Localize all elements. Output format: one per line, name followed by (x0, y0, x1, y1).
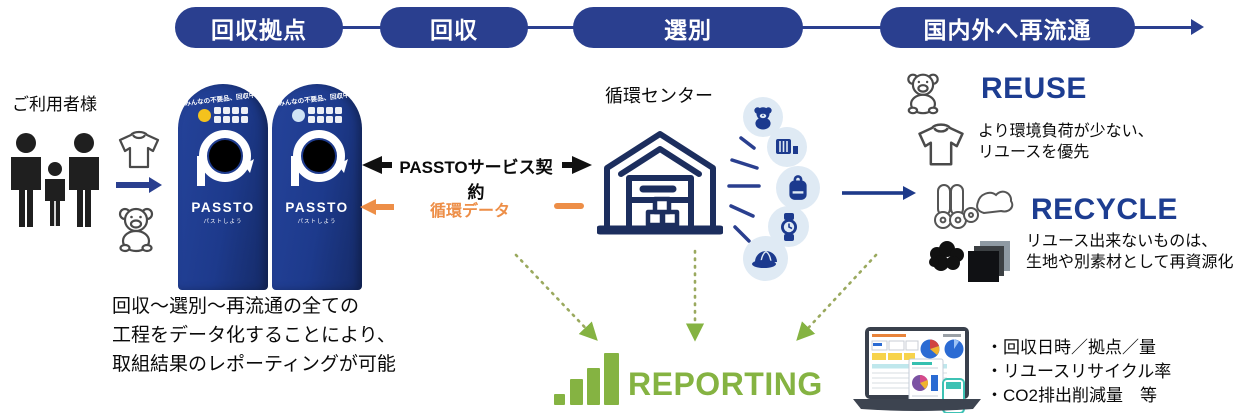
reporting-title: REPORTING (628, 366, 823, 402)
reuse-description: より環境負荷が少ない、 リユースを優先 (978, 121, 1154, 163)
bar-chart-icon (554, 353, 619, 405)
teddy-bear-icon (907, 73, 939, 115)
reporting-bullet-list: ・回収日時／拠点／量 ・リユースリサイクル率 ・CO2排出削減量 等 (986, 336, 1171, 408)
flow-arrow-icon (1191, 19, 1204, 35)
users-to-box-arrow-icon (116, 177, 162, 193)
watch-icon (780, 212, 797, 241)
recycle-desc-line: リユース出来ないものは、 (1026, 233, 1218, 250)
reporting-bullet: ・リユースリサイクル率 (986, 362, 1172, 381)
flow-step-sorting: 選別 (573, 7, 803, 48)
contract-label: PASSTOサービス契約 (399, 158, 553, 202)
recycle-desc-line: 生地や別素材として再資源化 (1026, 254, 1234, 271)
warehouse-icon (597, 131, 723, 235)
data-caption: 回収〜選別〜再流通の全ての 工程をデータ化することにより、 取組結果のレポーティ… (112, 292, 396, 379)
partner-badge-icon (292, 108, 305, 122)
flow-step-label: 回収拠点 (211, 16, 307, 43)
passto-collection-box: みんなの不要品、回収中！ PASSTO パストしよう (178, 84, 268, 290)
users-label: ご利用者様 (12, 95, 97, 114)
reuse-desc-line: より環境負荷が少ない、 (978, 123, 1154, 140)
box-header-text: みんなの不要品、回収中！ (184, 91, 263, 108)
fabric-roll-icon (776, 139, 798, 154)
teddy-bear-icon (118, 207, 154, 253)
item-circle-cap (743, 236, 788, 281)
flow-step-label: 選別 (664, 16, 712, 43)
flow-step-redistribution: 国内外へ再流通 (880, 7, 1135, 48)
sweater-icon (118, 130, 160, 169)
contract-arrow-right-icon (562, 156, 592, 174)
flow-step-collection: 回収 (380, 7, 528, 48)
center-label: 循環センター (605, 86, 713, 106)
passto-logo-icon (197, 130, 254, 186)
circular-data-label: 循環データ (430, 203, 511, 220)
dashboard-laptop-icon (853, 327, 981, 413)
fabric-rolls-icon (934, 184, 1014, 229)
box-tagline: パストしよう (203, 219, 243, 225)
recycled-material-icon (929, 241, 1010, 282)
caption-line: 工程をデータ化することにより、 (112, 325, 396, 346)
data-arrow-left-icon (360, 199, 394, 215)
box-brand-label: PASSTO (191, 200, 255, 215)
box-item-icons (292, 107, 342, 123)
backpack-icon (789, 175, 807, 200)
flow-step-collection-point: 回収拠点 (175, 7, 343, 48)
reporting-bullet: ・回収日時／拠点／量 (986, 338, 1156, 357)
caption-line: 取組結果のレポーティングが可能 (112, 354, 396, 375)
box-brand-label: PASSTO (285, 200, 349, 215)
box-header-text: みんなの不要品、回収中！ (278, 91, 357, 108)
flow-step-label: 国内外へ再流通 (923, 16, 1092, 43)
reuse-desc-line: リユースを優先 (978, 144, 1090, 161)
recycle-title: RECYCLE (1031, 193, 1178, 226)
family-icon (11, 133, 99, 227)
box-item-icons (198, 107, 248, 123)
reporting-dotted-arrows-icon (514, 249, 878, 342)
flow-step-label: 回収 (430, 16, 478, 43)
fanout-dashes-icon (727, 136, 761, 243)
reporting-bullet: ・CO2排出削減量 等 (986, 386, 1157, 405)
contract-arrow-left-icon (362, 156, 392, 174)
item-circle-fabric (767, 127, 807, 167)
data-dash-icon (554, 203, 584, 209)
to-recycle-arrow-icon (842, 186, 916, 200)
item-circle-backpack (776, 166, 820, 210)
passto-logo-icon (291, 130, 348, 186)
teddy-bear-icon (754, 107, 772, 130)
sweater-icon (918, 123, 964, 166)
reuse-title: REUSE (981, 72, 1087, 105)
box-tagline: パストしよう (297, 219, 337, 225)
caption-line: 回収〜選別〜再流通の全ての (112, 296, 360, 317)
recycle-description: リユース出来ないものは、 生地や別素材として再資源化 (1026, 231, 1234, 273)
passto-collection-box: みんなの不要品、回収中！ PASSTO パストしよう (272, 84, 362, 290)
cap-icon (751, 250, 777, 268)
partner-badge-icon (198, 108, 211, 122)
